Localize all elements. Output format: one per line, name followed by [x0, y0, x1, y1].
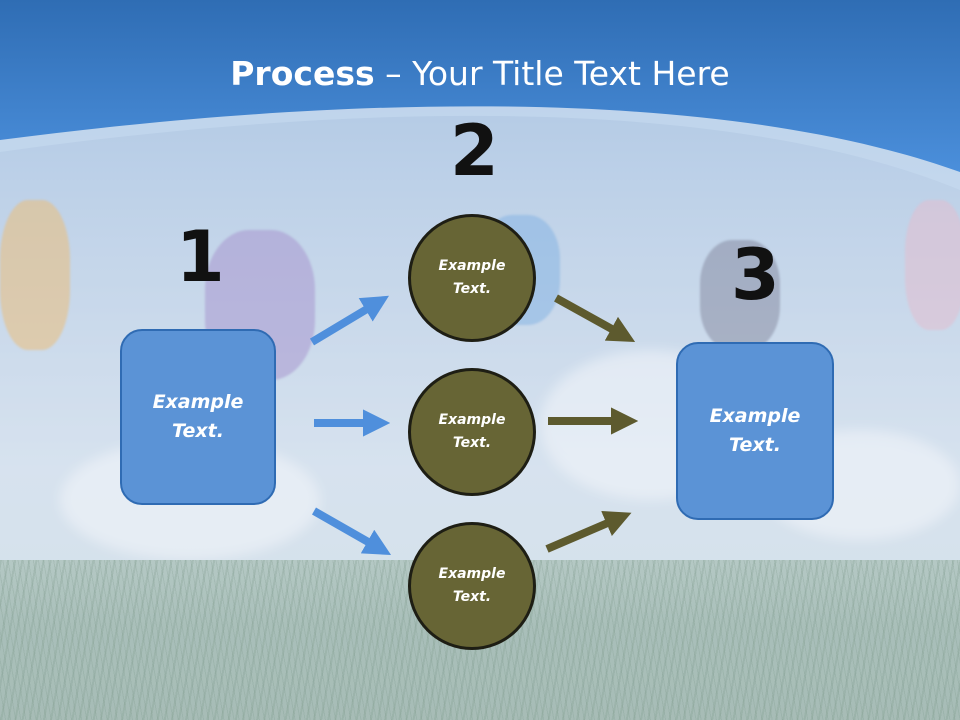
step-number-3: 3: [731, 234, 780, 316]
left-process-box[interactable]: Example Text.: [120, 329, 276, 505]
background-figure: [905, 200, 960, 330]
title-rest: – Your Title Text Here: [374, 54, 730, 93]
circle-middle-line2: Text.: [452, 435, 492, 451]
background-figure: [0, 200, 70, 350]
title-bold: Process: [230, 54, 375, 93]
background-figure: [700, 240, 780, 350]
right-process-box[interactable]: Example Text.: [676, 342, 834, 520]
blue-arrow-up: [309, 295, 389, 346]
circle-top-line2: Text.: [452, 281, 492, 297]
header-band: [0, 0, 960, 190]
step-number-2: 2: [450, 110, 499, 192]
right-box-line2: Text.: [729, 434, 781, 456]
step-number-1: 1: [176, 216, 225, 298]
process-circle-middle[interactable]: Example Text.: [408, 368, 536, 496]
olive-arrow-down: [554, 294, 636, 342]
process-circle-top[interactable]: Example Text.: [408, 214, 536, 342]
slide-title: Process – Your Title Text Here: [0, 54, 960, 93]
circle-top-line1: Example: [438, 258, 506, 274]
right-box-line1: Example: [709, 405, 801, 427]
process-circle-bottom[interactable]: Example Text.: [408, 522, 536, 650]
olive-arrow-up: [545, 510, 632, 553]
circle-bottom-line2: Text.: [452, 589, 492, 605]
left-box-line1: Example: [152, 391, 244, 413]
blue-arrow-down: [312, 507, 392, 556]
left-box-line2: Text.: [172, 420, 224, 442]
circle-middle-line1: Example: [438, 412, 506, 428]
circle-bottom-line1: Example: [438, 566, 506, 582]
